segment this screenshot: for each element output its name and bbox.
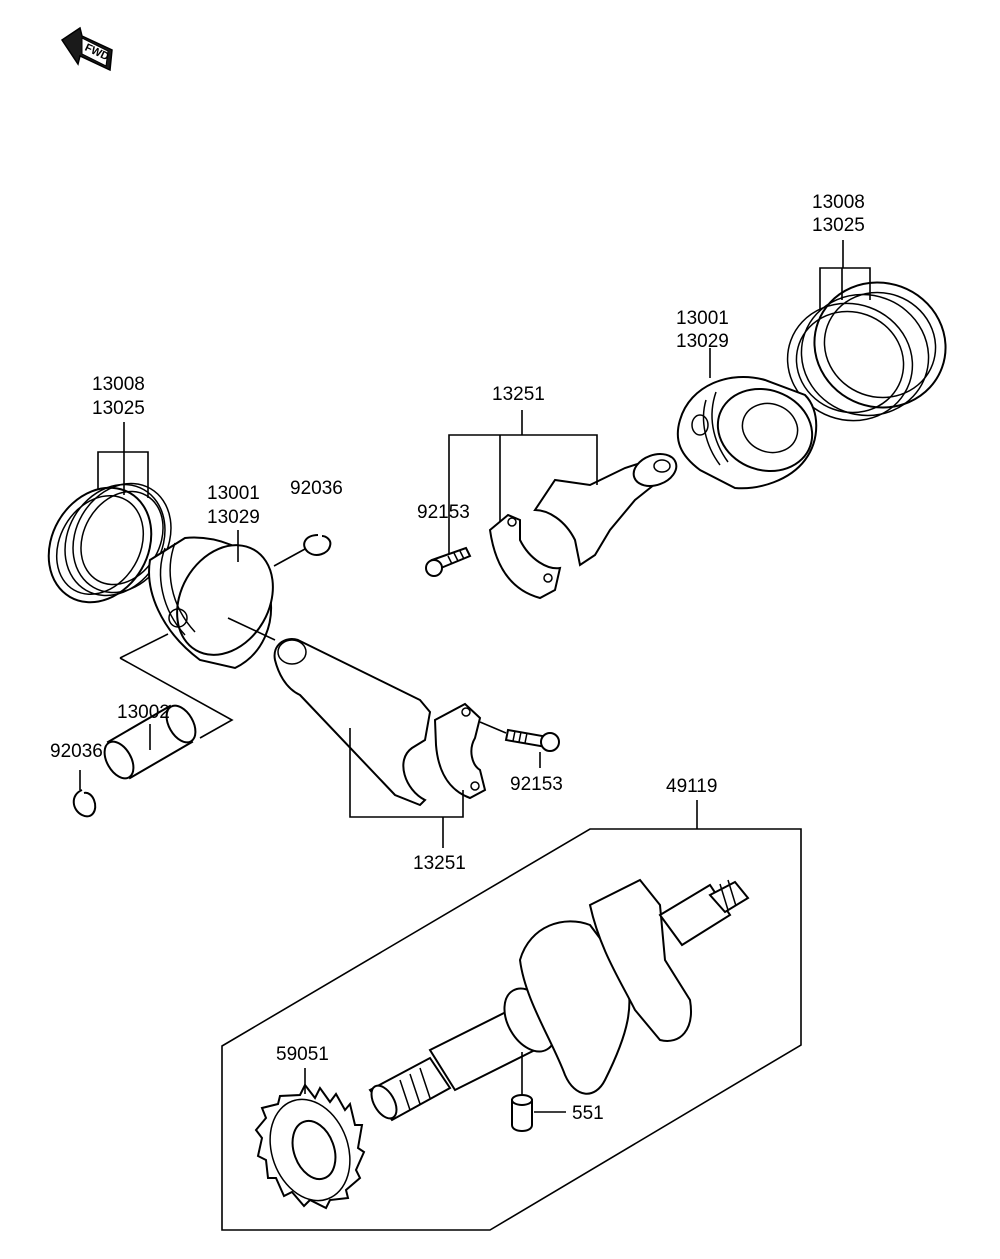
leader-dowel xyxy=(521,1052,566,1113)
leader-piston-axis-left xyxy=(227,617,276,641)
label-gear: 59051 xyxy=(276,1044,329,1065)
crankshaft xyxy=(368,878,750,1122)
label-crankshaft: 49119 xyxy=(666,776,717,797)
label-piston-left-b: 13029 xyxy=(207,507,260,528)
forward-arrow-icon: FWD xyxy=(60,26,113,72)
leader-bolt-bottom xyxy=(479,721,541,768)
label-bolt-bottom: 92153 xyxy=(510,774,563,795)
leader-rings-left xyxy=(97,422,149,498)
label-bolt-top: 92153 xyxy=(417,502,470,523)
piston-rings-right xyxy=(786,281,947,422)
label-piston-right-a: 13001 xyxy=(676,308,729,329)
conrod-top xyxy=(488,453,678,600)
piston-right xyxy=(676,375,818,490)
crank-gear xyxy=(254,1083,366,1210)
label-piston-left-a: 13001 xyxy=(207,483,260,504)
piston-rings-left xyxy=(47,482,172,604)
leader-circlip-top xyxy=(273,548,306,567)
dowel xyxy=(511,1094,533,1132)
label-circlip-top: 92036 xyxy=(290,478,343,499)
label-conrod-top: 13251 xyxy=(492,384,545,405)
circlip-left xyxy=(72,789,97,818)
label-conrod-bottom: 13251 xyxy=(413,853,466,874)
leader-rings-right xyxy=(819,240,871,310)
label-rings-right-b: 13025 xyxy=(812,215,865,236)
label-pin: 13002 xyxy=(117,702,170,723)
leader-conrod-top xyxy=(448,410,598,556)
leader-conrod-bottom xyxy=(349,728,464,848)
bolt-bottom xyxy=(504,728,560,752)
crankshaft-frame xyxy=(221,828,802,1231)
piston-left xyxy=(148,536,274,670)
label-piston-right-b: 13029 xyxy=(676,331,729,352)
label-rings-right-a: 13008 xyxy=(812,192,865,213)
label-rings-left-b: 13025 xyxy=(92,398,145,419)
label-dowel: 551 xyxy=(572,1103,604,1124)
label-circlip-left: 92036 xyxy=(50,741,103,762)
bolt-top xyxy=(425,546,472,577)
conrod-bottom xyxy=(273,638,487,807)
leader-pin xyxy=(119,633,234,750)
label-rings-left-a: 13008 xyxy=(92,374,145,395)
circlip-top xyxy=(303,534,332,556)
